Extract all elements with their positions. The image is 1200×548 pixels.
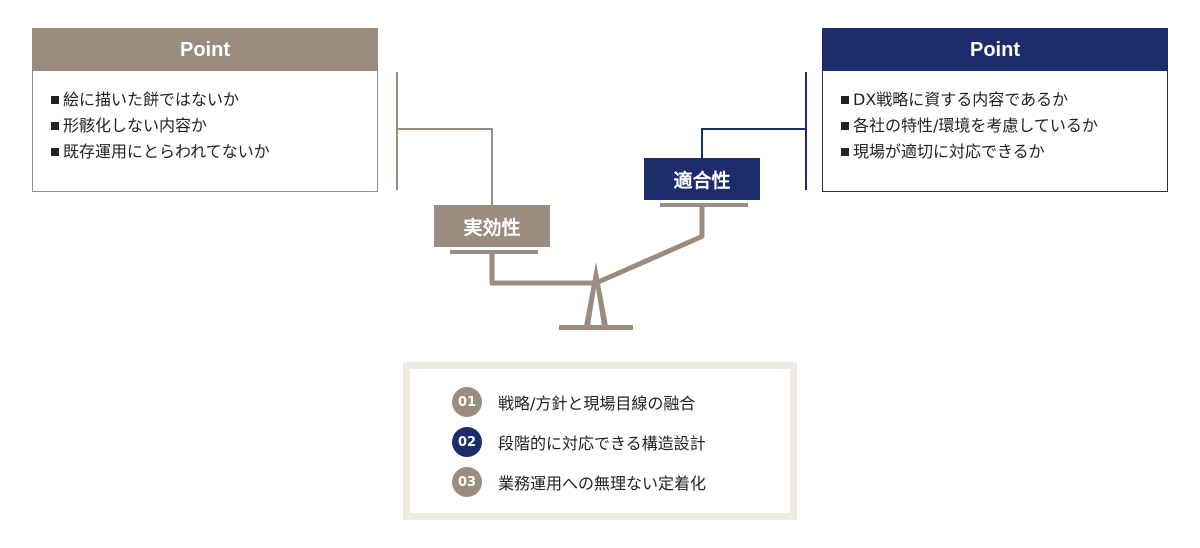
right-pan bbox=[660, 203, 748, 207]
step-text: 戦略/方針と現場目線の融合 bbox=[498, 394, 696, 413]
left-point-header: Point bbox=[33, 29, 377, 71]
bullet-square-icon bbox=[51, 148, 59, 156]
right-point-list: DX戦略に資する内容であるか 各社の特性/環境を考慮しているか 現場が適切に対応… bbox=[823, 71, 1167, 165]
left-point-item: 形骸化しない内容か bbox=[51, 113, 377, 139]
step-number-badge: 02 bbox=[452, 427, 482, 457]
right-connector-line bbox=[701, 128, 806, 158]
right-point-header: Point bbox=[823, 29, 1167, 71]
left-pan bbox=[450, 250, 538, 254]
bullet-square-icon bbox=[51, 96, 59, 104]
step-item: 01 戦略/方針と現場目線の融合 bbox=[452, 382, 790, 422]
left-connector-line bbox=[397, 128, 493, 205]
effectiveness-label: 実効性 bbox=[434, 205, 550, 247]
step-text: 業務運用への無理ない定着化 bbox=[498, 474, 707, 493]
step-item: 03 業務運用への無理ない定着化 bbox=[452, 462, 790, 502]
step-text: 段階的に対応できる構造設計 bbox=[498, 434, 706, 453]
bullet-square-icon bbox=[841, 122, 849, 130]
fulcrum-inner bbox=[590, 288, 602, 326]
bullet-square-icon bbox=[841, 96, 849, 104]
bullet-square-icon bbox=[51, 122, 59, 130]
left-point-item: 絵に描いた餅ではないか bbox=[51, 87, 377, 113]
step-number-badge: 03 bbox=[452, 467, 482, 497]
left-point-box: Point 絵に描いた餅ではないか 形骸化しない内容か 既存運用にとらわれてない… bbox=[32, 28, 378, 192]
bullet-square-icon bbox=[841, 148, 849, 156]
right-point-box: Point DX戦略に資する内容であるか 各社の特性/環境を考慮しているか 現場… bbox=[822, 28, 1168, 192]
steps-panel-inner: 01 戦略/方針と現場目線の融合 02 段階的に対応できる構造設計 03 業務運… bbox=[410, 369, 790, 513]
step-number-badge: 01 bbox=[452, 387, 482, 417]
right-point-item: 現場が適切に対応できるか bbox=[841, 139, 1167, 165]
scale-base bbox=[559, 325, 633, 330]
steps-panel: 01 戦略/方針と現場目線の融合 02 段階的に対応できる構造設計 03 業務運… bbox=[403, 362, 797, 520]
left-point-item: 既存運用にとらわれてないか bbox=[51, 139, 377, 165]
left-point-list: 絵に描いた餅ではないか 形骸化しない内容か 既存運用にとらわれてないか bbox=[33, 71, 377, 165]
suitability-label: 適合性 bbox=[644, 158, 760, 200]
right-point-item: DX戦略に資する内容であるか bbox=[841, 87, 1167, 113]
right-point-item: 各社の特性/環境を考慮しているか bbox=[841, 113, 1167, 139]
step-item: 02 段階的に対応できる構造設計 bbox=[452, 422, 790, 462]
